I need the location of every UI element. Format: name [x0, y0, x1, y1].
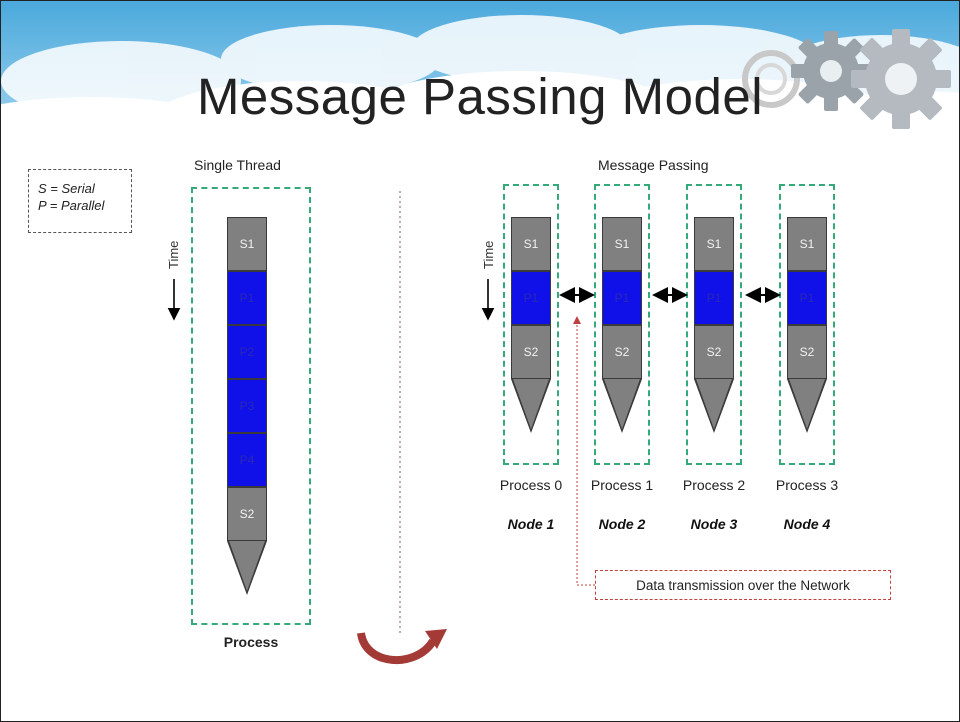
serial-segment: S1 — [694, 217, 734, 271]
legend-serial: S = Serial — [38, 181, 95, 196]
pencil-tip-fill — [604, 379, 640, 429]
serial-segment: S1 — [787, 217, 827, 271]
gear-icon — [742, 29, 951, 129]
pencil-tip-fill — [229, 541, 265, 591]
network-connector — [573, 316, 595, 586]
process-name: Process 3 — [775, 477, 839, 493]
slide-title: Message Passing Model — [196, 68, 764, 125]
single-thread-frame — [191, 187, 311, 625]
parallel-segment: P4 — [227, 433, 267, 487]
parallel-segment: P1 — [511, 271, 551, 325]
parallel-segment: P2 — [227, 325, 267, 379]
node-name: Node 1 — [507, 516, 555, 532]
process-name: Process 1 — [590, 477, 654, 493]
process-label: Process — [223, 634, 279, 650]
process-name: Process 2 — [682, 477, 746, 493]
node-name: Node 2 — [598, 516, 646, 532]
pencil-tip-fill — [789, 379, 825, 429]
parallel-segment: P1 — [227, 271, 267, 325]
parallel-segment: P1 — [787, 271, 827, 325]
serial-segment: S1 — [602, 217, 642, 271]
pencil-tip-fill — [696, 379, 732, 429]
serial-segment: S2 — [511, 325, 551, 379]
node-frame — [686, 184, 742, 465]
message-passing-caption: Message Passing — [598, 157, 709, 173]
serial-segment: S2 — [227, 487, 267, 541]
node-name: Node 4 — [783, 516, 831, 532]
pencil-tip-fill — [513, 379, 549, 429]
serial-segment: S2 — [694, 325, 734, 379]
node-name: Node 3 — [690, 516, 738, 532]
node-frame — [594, 184, 650, 465]
serial-segment: S1 — [511, 217, 551, 271]
legend-box: S = Serial P = Parallel — [28, 169, 132, 233]
single-thread-caption: Single Thread — [194, 157, 281, 173]
node-frame — [779, 184, 835, 465]
parallel-segment: P1 — [602, 271, 642, 325]
process-name: Process 0 — [499, 477, 563, 493]
parallel-segment: P3 — [227, 379, 267, 433]
network-note: Data transmission over the Network — [595, 570, 891, 600]
parallel-segment: P1 — [694, 271, 734, 325]
serial-segment: S2 — [602, 325, 642, 379]
node-frame — [503, 184, 559, 465]
serial-segment: S2 — [787, 325, 827, 379]
rotate-arrow-icon — [357, 629, 447, 665]
legend-parallel: P = Parallel — [38, 198, 105, 213]
serial-segment: S1 — [227, 217, 267, 271]
